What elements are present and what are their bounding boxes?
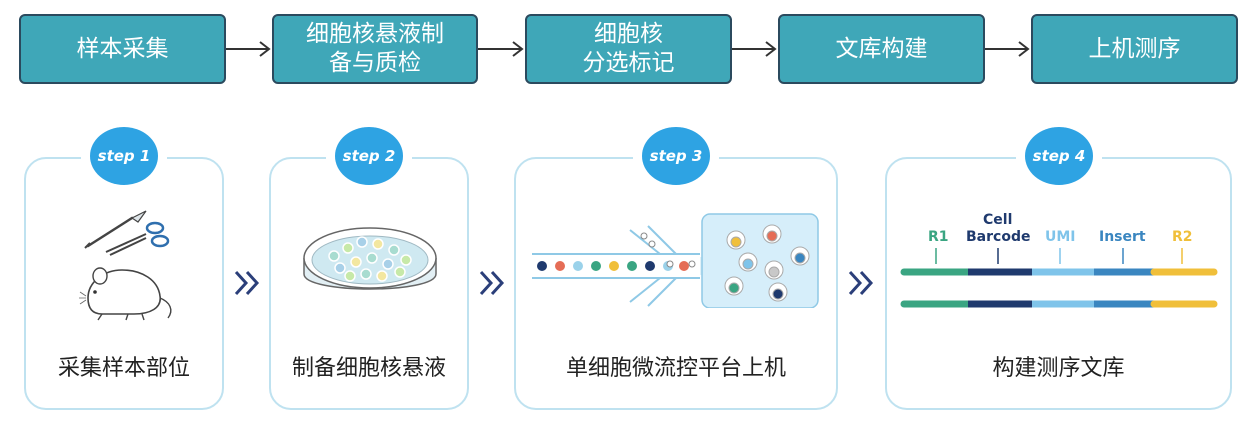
library-structure-bars (900, 248, 1218, 308)
flow-step-sample-collection: 样本采集 (19, 14, 226, 84)
flow-step-nuclei-prep: 细胞核悬液制 备与质检 (272, 14, 478, 84)
label-cell-barcode-line1: Cell (983, 212, 1013, 228)
double-chevron-icon (234, 270, 260, 296)
flow-step-label: 细胞核悬液制 备与质检 (306, 21, 444, 76)
label-insert: Insert (1099, 229, 1146, 245)
mouse-icon (79, 267, 172, 321)
flow-step-label: 样本采集 (76, 35, 169, 62)
flow-step-sequencing: 上机测序 (1031, 14, 1238, 84)
step-caption-2: 制备细胞核悬液 (291, 356, 446, 381)
label-umi: UMI (1045, 229, 1076, 245)
label-r2: R2 (1172, 229, 1193, 245)
petri-dish-icon (303, 227, 437, 290)
label-r1: R1 (928, 229, 949, 245)
flow-arrow-icon (732, 41, 777, 57)
flow-step-label: 细胞核 分选标记 (582, 21, 675, 76)
flow-step-label: 上机测序 (1088, 35, 1181, 62)
step-caption-4: 构建测序文库 (992, 356, 1125, 381)
flow-step-library-construction: 文库构建 (778, 14, 985, 84)
double-chevron-icon (479, 270, 505, 296)
surgical-tools-icon (84, 210, 170, 256)
step-badge-1: step 1 (90, 127, 158, 185)
double-chevron-icon (848, 270, 874, 296)
label-cell-barcode-line2: Barcode (966, 229, 1031, 245)
step-badge-3: step 3 (642, 127, 710, 185)
flow-arrow-icon (985, 41, 1030, 57)
flow-arrow-icon (478, 41, 524, 57)
step-badge-2: step 2 (335, 127, 403, 185)
step-badge-4: step 4 (1025, 127, 1093, 185)
flow-arrow-icon (226, 41, 271, 57)
step-caption-3: 单细胞微流控平台上机 (565, 356, 786, 381)
microfluidic-chip-icon (532, 213, 819, 308)
step-caption-1: 采集样本部位 (57, 356, 190, 381)
flow-step-label: 文库构建 (835, 35, 928, 62)
flow-step-nuclei-sorting: 细胞核 分选标记 (525, 14, 732, 84)
